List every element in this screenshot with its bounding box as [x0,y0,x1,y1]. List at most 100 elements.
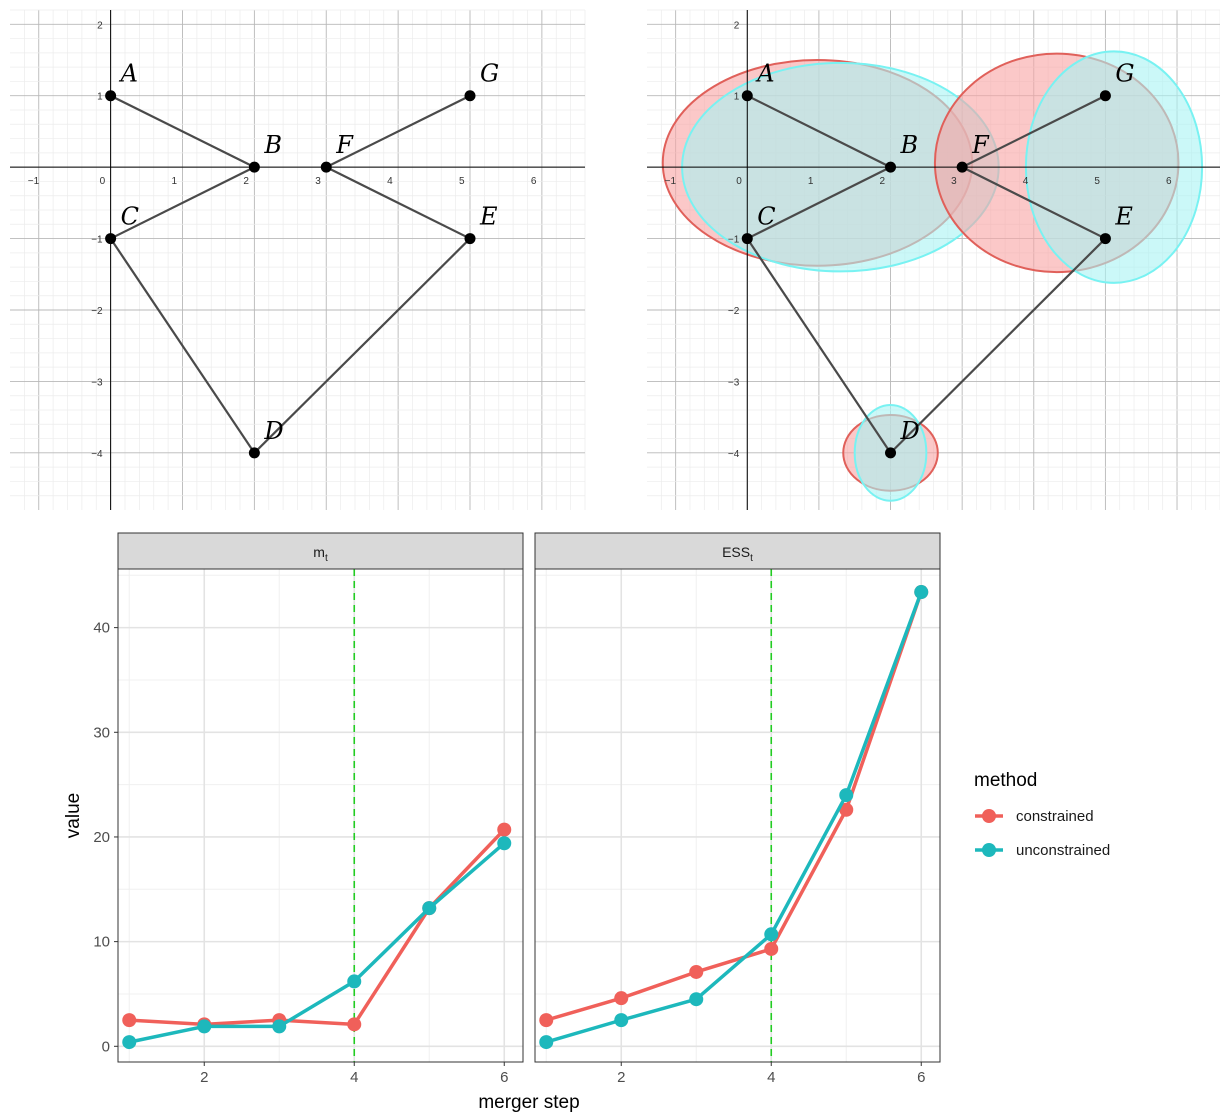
x-tick-label: 4 [767,1069,775,1086]
series-line-constrained [545,591,923,1022]
x-tick-label: 6 [917,1069,925,1086]
y-tick-label: −2 [91,306,103,317]
y-tick-label: −2 [728,306,740,317]
point-unconstrained [914,585,929,600]
x-tick-label: 6 [1166,176,1172,187]
edge-C-B [110,166,255,240]
x-tick-label: 1 [808,176,814,187]
y-tick-label: −4 [91,449,103,460]
y-tick-label: 2 [734,20,740,31]
y-tick-label: 1 [97,92,103,103]
point-unconstrained [689,992,704,1007]
point-unconstrained [122,1035,137,1050]
point-label-A: A [755,60,774,88]
point-label-D: D [900,417,920,445]
x-tick-label: 6 [500,1069,508,1086]
x-tick-label: 4 [387,176,393,187]
legend-key-point [982,809,996,823]
facet-strip [534,532,941,570]
x-tick-label: 6 [531,176,537,187]
x-tick-label: 2 [200,1069,208,1086]
edge-F-G [961,94,1106,169]
point-constrained [497,822,512,837]
cluster-ellipses [661,50,1204,502]
y-tick-label: −3 [728,377,740,388]
point-unconstrained [764,927,779,942]
y-tick-label: −3 [91,377,103,388]
x-tick-label: 2 [880,176,886,187]
x-tick-label: 0 [100,176,106,187]
legend-title: method [974,770,1037,791]
x-tick-label: 1 [172,176,178,187]
edge-A-B [746,94,892,169]
point-label-F: F [335,131,354,159]
point-label-B: B [900,131,919,159]
point-D [248,447,260,459]
panel-border [534,568,941,1063]
x-tick-label: −1 [665,176,677,187]
edge-C-B [746,166,892,240]
point-A [105,90,117,102]
x-axis-title: merger step [478,1092,579,1113]
y-tick-label: 2 [97,20,103,31]
point-unconstrained [614,1013,629,1028]
point-G [464,90,476,102]
y-tick-label: 40 [93,620,110,637]
y-tick-label: 1 [734,92,740,103]
point-label-A: A [119,60,138,88]
series-line-unconstrained [128,841,506,1044]
legend-key-point [982,843,996,857]
x-tick-label: 4 [350,1069,358,1086]
legend-label-constrained: constrained [1016,808,1094,825]
point-label-E: E [1114,203,1133,231]
point-constrained [689,964,704,979]
point-label-F: F [971,131,990,159]
point-D [885,447,897,459]
grid [10,9,586,510]
point-unconstrained [839,788,854,803]
point-E [1099,233,1111,245]
point-unconstrained [422,901,437,916]
plot-background [118,569,523,1062]
x-tick-label: 3 [315,176,321,187]
point-C [105,233,117,245]
point-constrained [347,1017,362,1032]
point-unconstrained [197,1019,212,1034]
point-constrained [614,991,629,1006]
y-axis-title: value [63,793,84,838]
point-label-B: B [263,131,282,159]
plot-background [535,569,940,1062]
point-A [741,90,753,102]
facet-strip-label: mt [313,544,328,564]
point-label-G: G [480,60,499,88]
point-label-G: G [1115,60,1134,88]
point-unconstrained [539,1035,554,1050]
point-constrained [539,1013,554,1028]
point-constrained [122,1013,137,1028]
point-unconstrained [272,1019,287,1034]
panel-border [117,568,524,1063]
point-B [248,161,260,173]
point-constrained [764,941,779,956]
x-tick-label: 4 [1023,176,1029,187]
edge-C-D [109,237,256,454]
y-tick-label: −1 [728,235,740,246]
y-tick-label: 30 [93,724,110,741]
point-C [741,233,753,245]
point-F [956,161,968,173]
x-tick-label: −1 [28,176,40,187]
y-tick-label: 20 [93,829,110,846]
x-tick-label: 5 [459,176,465,187]
point-G [1099,90,1111,102]
point-unconstrained [347,974,362,989]
x-tick-label: 0 [736,176,742,187]
point-B [885,161,897,173]
y-tick-label: 10 [93,934,110,951]
